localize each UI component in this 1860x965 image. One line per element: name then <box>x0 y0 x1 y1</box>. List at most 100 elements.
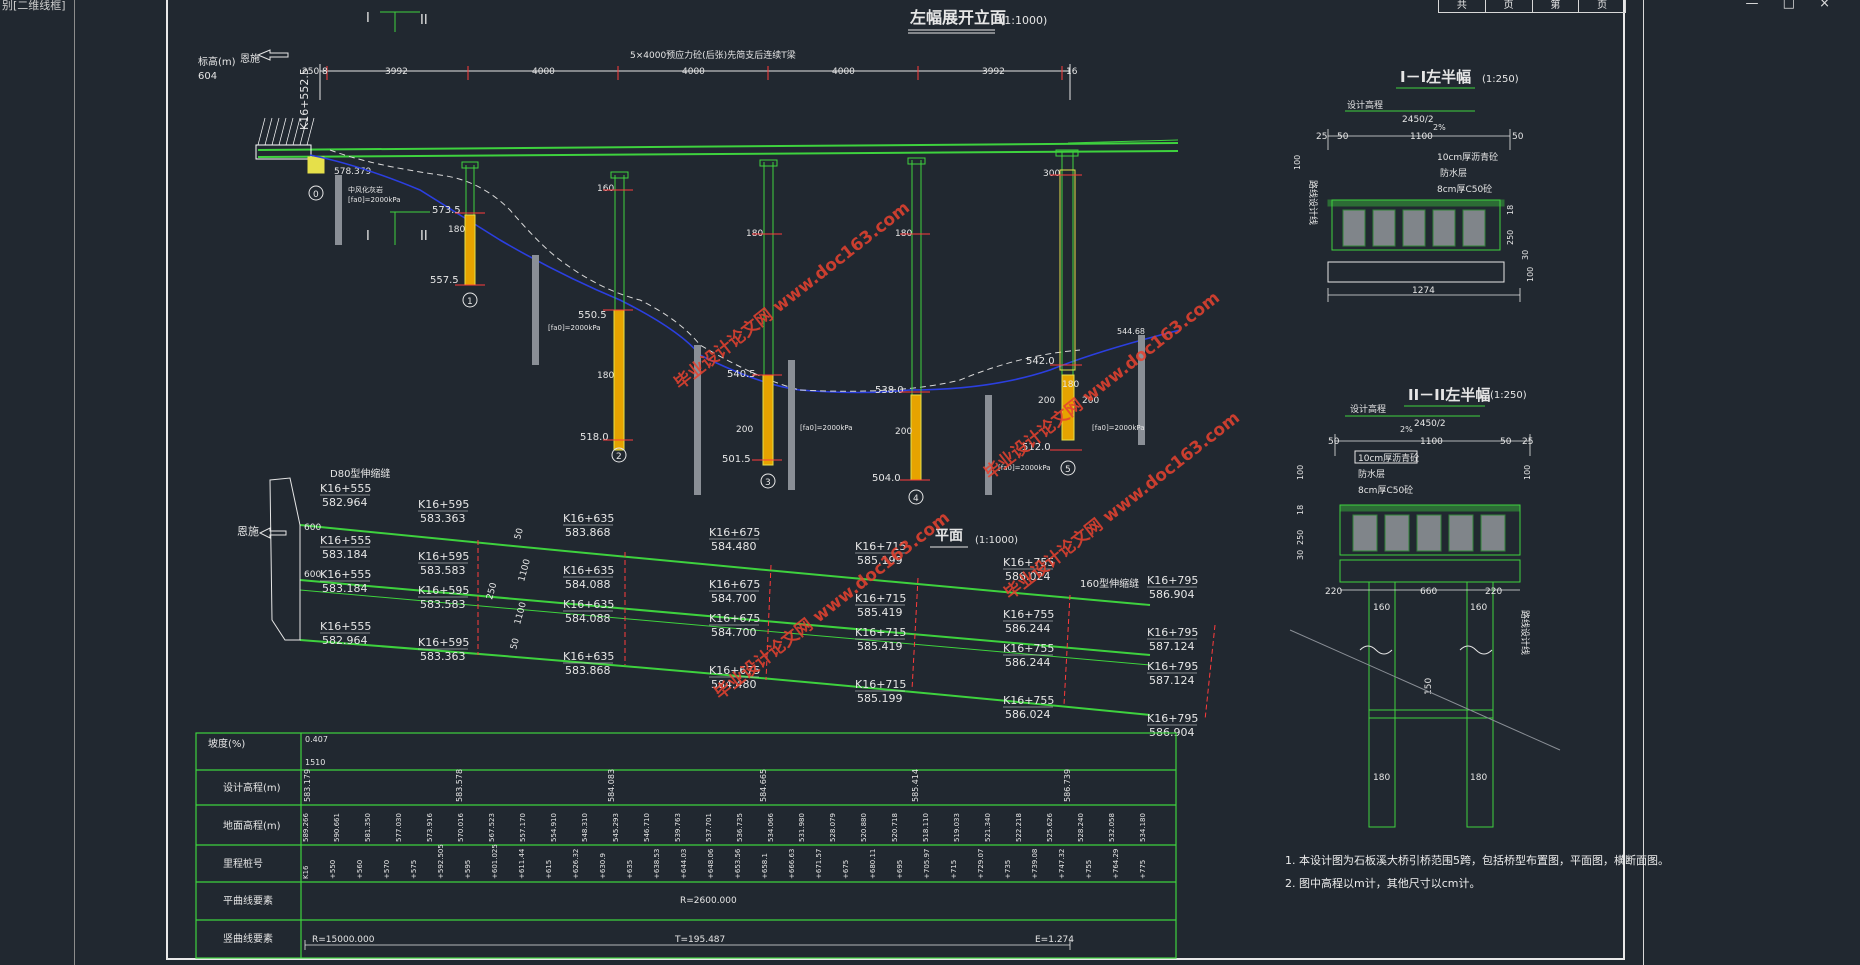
layer-label: 8cm厚C50砼 <box>1358 484 1413 496</box>
table-cell: 570.016 <box>457 813 465 842</box>
table-cell: 528.240 <box>1077 813 1085 842</box>
plan-station-text: K16+555 <box>320 620 371 633</box>
girder-cell <box>1384 514 1410 552</box>
layer-label: 10cm厚沥青砼 <box>1358 452 1419 464</box>
plan-station-text: K16+795 <box>1147 574 1198 587</box>
plan-width-text: 1100 <box>513 601 529 626</box>
table-cell: 583.578 <box>455 769 464 802</box>
table-cell: 585.414 <box>911 769 920 802</box>
elev-label: 550.5 <box>578 310 607 321</box>
table-cell: +695 <box>896 860 904 879</box>
plan-elev-text: 584.480 <box>711 540 757 553</box>
table-cell: 518.110 <box>922 813 930 842</box>
vertical-curve-line <box>304 940 1071 950</box>
plan-elev-text: 585.419 <box>857 606 903 619</box>
table-cell: 521.340 <box>984 813 992 842</box>
abutment-hatch <box>257 117 315 146</box>
plan-station-text: K16+755 <box>1003 608 1054 621</box>
bearing-note: [fa0]=2000kPa <box>548 324 601 332</box>
dim-text: 50 <box>1500 437 1512 447</box>
col-dim-text: 180 <box>1373 773 1390 783</box>
cap-dim-text: 220 <box>1325 587 1342 597</box>
section-I-bottom-dim <box>1327 288 1521 302</box>
profile-table-row-headers: 坡度(%) 设计高程(m) 地面高程(m) 里程桩号 平曲线要素 竖曲线要素 <box>208 737 281 945</box>
elev-label: 538.0 <box>875 385 904 396</box>
table-cell: +560 <box>356 860 364 879</box>
slope-length: 1510 <box>305 758 325 767</box>
table-cell: 532.058 <box>1108 813 1116 842</box>
section-II-dim <box>1334 434 1531 456</box>
table-cell: 520.880 <box>860 813 868 842</box>
plan-width-text: 1100 <box>517 558 533 583</box>
view-breadcrumb[interactable]: 别[二维线框] <box>2 0 66 12</box>
cap-dim-text: 220 <box>1485 587 1502 597</box>
table-row-header: 竖曲线要素 <box>223 932 273 945</box>
plan-station-text: K16+635 <box>563 512 614 525</box>
table-cell: +550 <box>329 860 337 879</box>
elev-axis-value: 604 <box>198 71 217 82</box>
table-cell: +648.06 <box>707 848 715 879</box>
slope-value: 0.407 <box>305 735 328 744</box>
section-I-girders <box>1327 199 1505 251</box>
girder-cell <box>1432 209 1456 247</box>
ground-line-dashed <box>329 149 801 391</box>
plan-elev-text: 586.244 <box>1005 656 1051 669</box>
ground-slope-line <box>1289 629 1561 751</box>
table-cell: 531.980 <box>798 813 806 842</box>
elev-label: 501.5 <box>722 454 751 465</box>
plan-station-text: K16+795 <box>1147 712 1198 725</box>
elev-axis-label: 标高(m) <box>198 55 236 68</box>
pier-number: 1 <box>467 297 473 307</box>
plan-station-text: K16+715 <box>855 592 906 605</box>
table-cell: +764.29 <box>1112 849 1120 879</box>
dim-text: 25 <box>1522 437 1533 447</box>
pile-length: 180 <box>448 225 465 235</box>
plan-direction-label: 恩施 <box>237 525 259 538</box>
layer-label: 防水层 <box>1440 167 1467 179</box>
plan-elev-text: 583.583 <box>420 598 466 611</box>
plan-station-text: K16+595 <box>418 498 469 511</box>
section-I-dim <box>1327 129 1511 150</box>
note-2: 2. 图中高程以m计，其他尺寸以cm计。 <box>1285 877 1481 890</box>
elev-label: 512.0 <box>1022 442 1051 453</box>
section-width-text: 2450/2 <box>1414 419 1446 429</box>
soil-note: 中风化灰岩 <box>348 185 383 194</box>
table-row-header: 设计高程(m) <box>223 781 281 794</box>
page-cell: 页 <box>1484 0 1532 12</box>
plan-elev-text: 583.868 <box>565 664 611 677</box>
section-II-scale-text: (1:250) <box>1490 390 1527 401</box>
table-row-header: 地面高程(m) <box>223 819 281 832</box>
table-row-header: 里程桩号 <box>223 857 263 870</box>
column-break-symbol <box>1359 645 1493 655</box>
table-cell: 583.179 <box>303 769 312 802</box>
joint-left-label: D80型伸缩缝 <box>330 467 390 480</box>
joint-right-label: 160型伸缩缝 <box>1080 577 1139 590</box>
col-dim-text: 160 <box>1470 603 1487 613</box>
section-I-title: I－I左半幅 (1:250) <box>1396 68 1519 89</box>
pile-length: 200 <box>895 427 912 437</box>
plan-station-text: K16+795 <box>1147 660 1198 673</box>
table-cell: +653.56 <box>734 848 742 879</box>
dim-text: 50 <box>1337 132 1349 142</box>
girder-cell <box>1402 209 1426 247</box>
plan-elev-text: 582.964 <box>322 496 368 509</box>
table-row-header: 平曲线要素 <box>223 894 273 907</box>
pile-length: 300 <box>1043 169 1060 179</box>
table-cell: 590.661 <box>333 813 341 842</box>
pier-dim-ticks <box>455 174 1082 481</box>
table-cell: +626.32 <box>572 849 580 879</box>
table-cell: +705.97 <box>923 849 931 879</box>
plan-elev-text: 582.964 <box>322 634 368 647</box>
window-controls[interactable]: — □ × <box>1745 0 1840 11</box>
girder-cell <box>1416 514 1442 552</box>
plan-station-text: K16+555 <box>320 482 371 495</box>
dim-text: 16 <box>1066 67 1078 77</box>
plan-station-text: K16+675 <box>709 578 760 591</box>
table-cell: 554.910 <box>550 813 558 842</box>
plan-station-text: K16+675 <box>709 612 760 625</box>
table-cell: +675 <box>842 860 850 879</box>
section-II-title-text: II－II左半幅 <box>1408 386 1490 404</box>
plan-elev-text: 583.363 <box>420 650 466 663</box>
